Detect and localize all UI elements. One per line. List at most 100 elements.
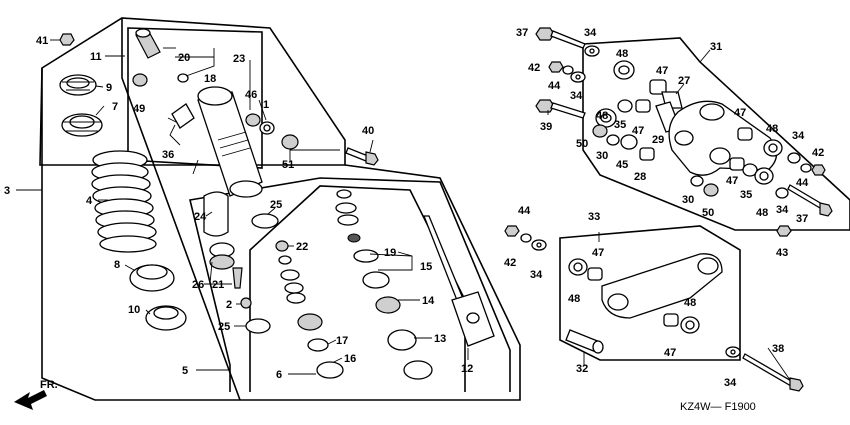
frame-piston-group <box>249 185 466 392</box>
washer-34e <box>531 239 547 251</box>
callout-42c: 42 <box>504 257 516 269</box>
front-direction-arrow-icon <box>14 390 47 410</box>
collar-47b <box>635 99 651 113</box>
callout-47d: 47 <box>726 175 738 187</box>
washer-34c <box>787 152 801 164</box>
callout-32: 32 <box>576 363 588 375</box>
nut-50a <box>592 124 608 138</box>
circlip-25b <box>245 318 271 334</box>
callout-50b: 50 <box>702 207 714 219</box>
callout-labels: 41 11 9 7 3 4 8 10 5 6 20 23 18 49 46 1 … <box>4 27 824 413</box>
frame-inner-divider <box>121 18 241 401</box>
callout-35a: 35 <box>614 119 626 131</box>
callout-19: 19 <box>384 247 396 259</box>
callout-9: 9 <box>106 82 112 94</box>
nut-43 <box>776 225 792 237</box>
callout-48c: 48 <box>766 123 778 135</box>
callout-37b: 37 <box>796 213 808 225</box>
collar-47d <box>729 157 745 171</box>
nut-42b <box>811 164 826 176</box>
spring-seat-8 <box>129 264 175 292</box>
washer-34f <box>725 346 741 358</box>
callout-36: 36 <box>162 149 174 161</box>
collar-32 <box>565 329 604 354</box>
callout-13: 13 <box>434 333 446 345</box>
callout-27: 27 <box>678 75 690 87</box>
frame-damper-group <box>189 177 511 392</box>
callout-28: 28 <box>634 171 646 183</box>
callout-11: 11 <box>90 51 102 63</box>
callout-34e: 34 <box>530 269 543 281</box>
callout-37a: 37 <box>516 27 528 39</box>
washer-44c <box>520 233 532 243</box>
callout-29: 29 <box>652 134 664 146</box>
callout-38: 38 <box>772 343 784 355</box>
bolt-39 <box>535 99 586 119</box>
parts <box>14 27 833 410</box>
callout-44b: 44 <box>796 177 809 189</box>
o-ring-1 <box>259 121 275 135</box>
link-33-body <box>601 253 723 319</box>
callout-47f: 47 <box>664 347 676 359</box>
spring-4 <box>91 150 157 253</box>
callout-20: 20 <box>178 52 190 64</box>
callout-50a: 50 <box>576 138 588 150</box>
callout-26: 26 <box>192 279 204 291</box>
link-31-body <box>668 100 778 176</box>
nut-50b <box>703 183 719 197</box>
assembly-frames <box>39 17 850 401</box>
callout-25b: 25 <box>218 321 230 333</box>
collar-47e <box>587 267 603 281</box>
bearing-45 <box>620 134 638 150</box>
callout-5: 5 <box>182 365 188 377</box>
washer-34a <box>584 45 600 57</box>
cap-18 <box>177 73 189 83</box>
nut-2 <box>240 297 252 309</box>
callout-48e: 48 <box>568 293 580 305</box>
nut-42a <box>548 61 564 73</box>
bearing-48b <box>595 108 617 128</box>
callout-34c: 34 <box>792 130 805 142</box>
callout-40: 40 <box>362 125 374 137</box>
nut-51 <box>281 134 299 150</box>
stopper-10 <box>145 305 187 331</box>
callout-8: 8 <box>114 259 120 271</box>
callout-44a: 44 <box>548 80 561 92</box>
callout-24: 24 <box>194 211 207 223</box>
washer-34d <box>775 187 789 199</box>
callout-16: 16 <box>344 353 356 365</box>
bolt-40 <box>345 147 379 166</box>
front-direction-label: FR. <box>40 379 58 391</box>
bolt-37b <box>787 184 833 217</box>
callout-31: 31 <box>710 41 722 53</box>
callout-45: 45 <box>616 159 628 171</box>
callout-47a: 47 <box>656 65 668 77</box>
callout-48a: 48 <box>616 48 628 60</box>
frame-link-31 <box>582 37 850 231</box>
callout-47b: 47 <box>632 125 644 137</box>
frame-link-33 <box>559 225 741 361</box>
bolt-38 <box>742 353 804 392</box>
washer-34b <box>570 71 586 83</box>
lock-nut-9 <box>59 74 97 96</box>
callout-10: 10 <box>128 304 140 316</box>
callout-47c: 47 <box>734 107 746 119</box>
seal-35b <box>742 163 758 177</box>
circlip-25a <box>251 213 279 229</box>
adjuster-7 <box>61 113 103 137</box>
callout-30b: 30 <box>682 194 694 206</box>
callout-15: 15 <box>420 261 432 273</box>
frame-shock-assembly <box>41 68 521 401</box>
nut-46 <box>245 113 261 127</box>
bearing-48c <box>763 139 783 157</box>
nut-41 <box>59 33 75 46</box>
callout-14: 14 <box>422 295 435 307</box>
callout-46: 46 <box>245 89 257 101</box>
callout-48f: 48 <box>684 297 696 309</box>
callout-17: 17 <box>336 335 348 347</box>
valve-20 <box>135 28 161 59</box>
seal-26 <box>209 242 235 270</box>
bearing-48f <box>680 316 700 334</box>
bump-rubber-24 <box>203 191 229 237</box>
callout-47e: 47 <box>592 247 604 259</box>
